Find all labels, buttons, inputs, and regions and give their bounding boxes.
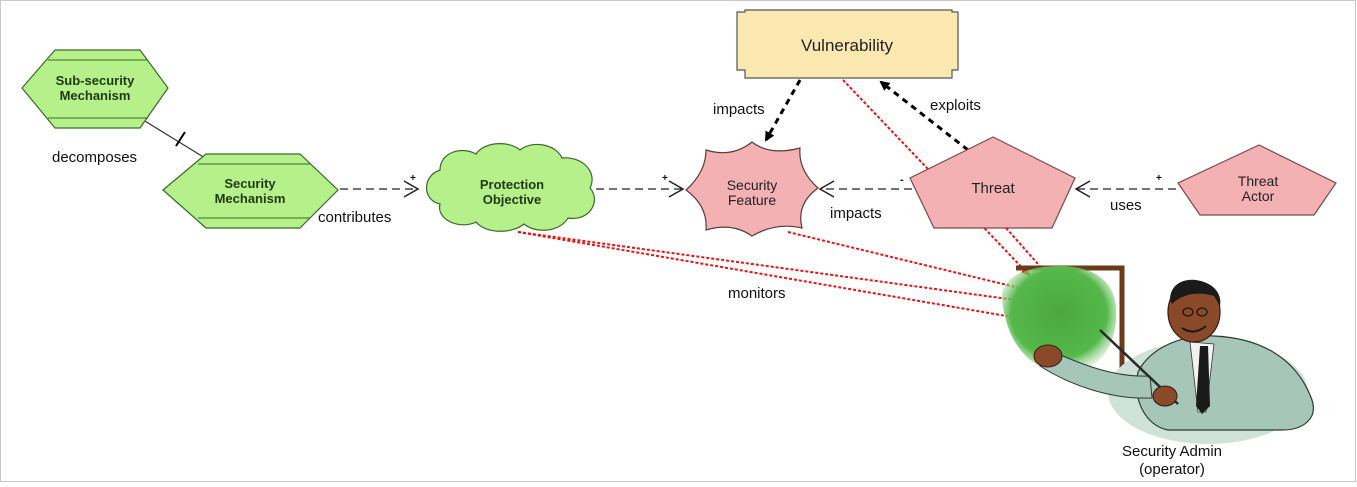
uses-plus: + bbox=[1156, 173, 1162, 184]
sub-security-mechanism-label-1: Sub-security bbox=[56, 73, 136, 88]
protection-objective-label-2: Objective bbox=[483, 192, 542, 207]
operator-label-line1: Security Admin bbox=[1122, 443, 1222, 460]
objective-feature-plus: + bbox=[662, 173, 668, 184]
presenter-clipart-icon bbox=[1001, 265, 1314, 444]
protection-objective-node[interactable]: Protection Objective bbox=[425, 143, 596, 232]
monitors-label: monitors bbox=[728, 285, 786, 302]
uses-arrowhead bbox=[1074, 180, 1091, 198]
security-mechanism-label-2: Mechanism bbox=[215, 191, 286, 206]
contributes-arrowhead bbox=[403, 180, 420, 198]
threat-impacts-arrowhead bbox=[818, 180, 835, 198]
security-feature-label-1: Security bbox=[727, 177, 778, 193]
security-feature-node[interactable]: Security Feature bbox=[685, 141, 819, 237]
decomposes-edge bbox=[139, 117, 206, 159]
contributes-label: contributes bbox=[318, 209, 391, 226]
threat-label: Threat bbox=[971, 180, 1015, 197]
threat-actor-label-1: Threat bbox=[1238, 173, 1279, 189]
threat-node[interactable]: Threat bbox=[909, 136, 1076, 229]
security-mechanism-label-1: Security bbox=[224, 176, 276, 191]
security-mechanism-node[interactable]: Security Mechanism bbox=[162, 153, 339, 229]
contributes-plus: + bbox=[410, 173, 416, 184]
threat-actor-label-2: Actor bbox=[1242, 188, 1275, 204]
exploits-edge bbox=[879, 80, 969, 152]
uses-label: uses bbox=[1110, 197, 1142, 214]
monitors-edge-feature bbox=[787, 231, 1037, 294]
objective-feature-arrowhead bbox=[668, 180, 685, 198]
monitors-edge-objective-1 bbox=[517, 231, 1031, 305]
vuln-impacts-label: impacts bbox=[713, 101, 765, 118]
vulnerability-label: Vulnerability bbox=[801, 36, 893, 55]
threat-impacts-label: impacts bbox=[830, 205, 882, 222]
protection-objective-label-1: Protection bbox=[480, 177, 544, 192]
threat-actor-node[interactable]: Threat Actor bbox=[1177, 144, 1337, 216]
sub-security-mechanism-node[interactable]: Sub-security Mechanism bbox=[21, 49, 169, 129]
vulnerability-node[interactable]: Vulnerability bbox=[736, 9, 959, 79]
security-feature-label-2: Feature bbox=[728, 192, 776, 208]
sub-security-mechanism-label-2: Mechanism bbox=[60, 88, 131, 103]
threat-impacts-minus: - bbox=[900, 174, 904, 186]
decomposes-tick bbox=[175, 131, 186, 147]
operator-label-line2: (operator) bbox=[1139, 461, 1205, 478]
vuln-impacts-edge bbox=[764, 79, 802, 142]
monitors-edge-objective-2 bbox=[517, 231, 1019, 321]
exploits-label: exploits bbox=[930, 97, 981, 114]
decomposes-label: decomposes bbox=[52, 149, 137, 166]
